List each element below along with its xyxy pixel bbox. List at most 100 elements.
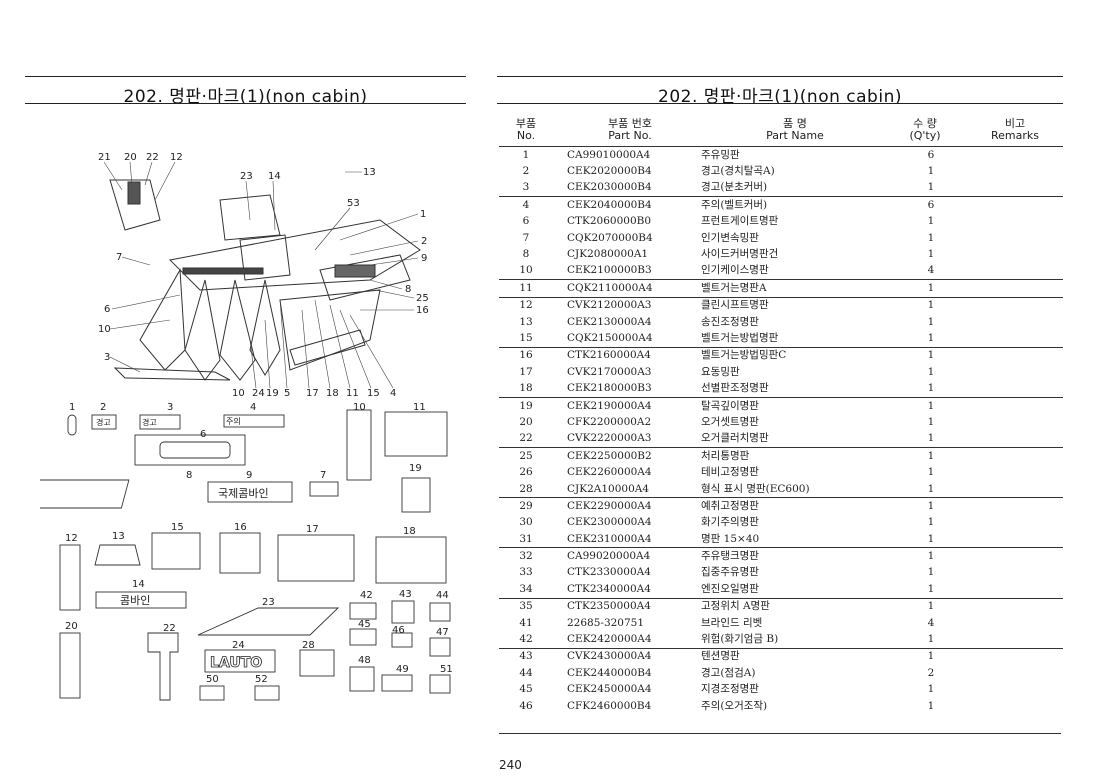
plate-9 [207,481,293,503]
right-title-top-rule [497,76,1063,77]
quantity: 1 [927,516,935,529]
svg-text:17: 17 [306,524,319,535]
plate-19 [401,477,431,513]
part-number-index: 41 [519,616,533,629]
callout-13: 13 [363,167,376,178]
svg-text:51: 51 [440,664,453,675]
callout-18: 18 [326,388,339,399]
part-name: 형식 표시 명판(EC600) [701,482,810,495]
callout-6: 6 [104,304,110,315]
part-code: CEK2450000A4 [567,683,652,696]
quantity: 1 [927,482,935,495]
part-code: CTK2060000B0 [567,215,652,228]
plate-1 [67,414,77,436]
part-code: CEK2310000A4 [567,532,652,545]
header-name-ko: 품 명 [783,117,807,130]
svg-text:2: 2 [100,402,106,413]
plate-9-text: 국제콤바인 [218,487,269,500]
callout-25: 25 [416,293,429,304]
part-code: CEK2130000A4 [567,315,652,328]
remarks [961,364,1063,380]
quantity: 1 [927,382,935,395]
remarks [961,447,1063,465]
part-code: CTK2350000A4 [553,597,701,615]
remarks [961,246,1063,262]
quantity: 1 [927,248,935,261]
svg-text:11: 11 [413,402,426,413]
part-number-index: 12 [499,296,553,314]
svg-text:8: 8 [186,470,192,481]
plate-24-text: LAUTO [210,655,262,671]
part-name: 클린시프트명판 [701,296,901,314]
header-pn-ko: 부품 번호 [608,117,652,130]
quantity: 1 [901,346,961,365]
svg-text:20: 20 [65,621,78,632]
left-title-top-rule [25,76,466,77]
remarks [961,180,1063,197]
header-qty: 수 량 (Q'ty) [895,118,955,142]
remarks [961,230,1063,246]
callout-53: 53 [347,198,360,209]
part-number-index: 2 [522,165,530,178]
part-name: 처리통명판 [701,447,901,465]
plate-3-text: 경고 [142,417,157,427]
quantity: 1 [901,447,961,465]
part-code: CEK2440000B4 [567,666,652,679]
plate-22 [147,632,179,701]
callout-8: 8 [405,284,411,295]
quantity: 1 [901,647,961,666]
header-part-no: 부품 번호 Part No. [560,118,700,142]
part-code: CEK2180000B3 [567,382,652,395]
part-number-index: 3 [522,181,530,194]
svg-text:3: 3 [167,402,173,413]
part-name: 오거클러치명판 [701,432,769,445]
svg-text:47: 47 [436,627,449,638]
part-name: 텐션명판 [701,647,901,666]
part-code: CFK2460000B4 [567,699,652,712]
plate-14 [95,591,187,609]
part-number-index: 22 [519,432,533,445]
table-bottom-rule [499,733,1061,734]
plate-shapes [40,409,451,701]
callout-4: 4 [390,388,396,399]
part-name: 벨트거는방법밍판C [701,346,901,365]
svg-text:28: 28 [302,640,315,651]
callout-3: 3 [104,352,110,363]
part-code: CJK2080000A1 [567,248,649,261]
callout-23: 23 [240,171,253,182]
part-number-index: 28 [519,482,533,495]
part-number-index: 17 [519,365,533,378]
quantity: 1 [927,466,935,479]
part-code: CA99010000A4 [553,146,701,164]
callout-19: 19 [266,388,279,399]
part-name: 인기변속밍판 [701,231,759,244]
svg-text:44: 44 [436,590,449,601]
quantity: 1 [901,547,961,565]
svg-text:50: 50 [206,674,219,685]
plate-18 [375,536,447,584]
plate-42 [349,602,377,620]
part-name: 인기케이스명판 [701,264,769,277]
part-code: CQK2150000A4 [567,331,653,344]
plate-7 [309,481,339,497]
remarks [961,682,1063,698]
plate-4-text: 주의 [226,416,241,426]
callout-20: 20 [124,152,137,163]
plate-15 [151,532,201,570]
remarks [961,647,1063,666]
svg-text:15: 15 [171,522,184,533]
quantity: 1 [927,165,935,178]
part-number-index: 45 [519,683,533,696]
part-code: CA99020000A4 [553,547,701,565]
page-number: 240 [499,758,522,772]
